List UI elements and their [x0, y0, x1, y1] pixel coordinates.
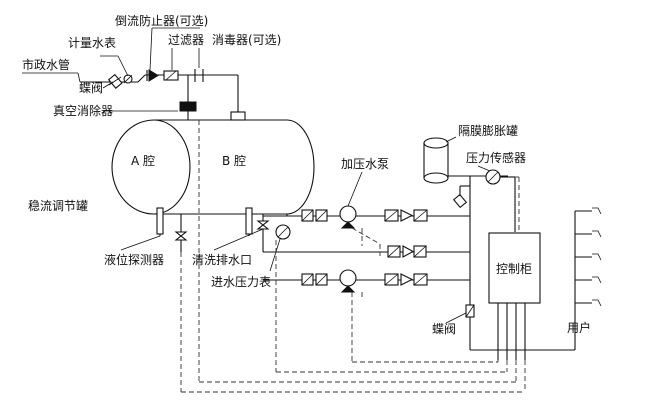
- vacuum-eliminator-icon: [179, 101, 197, 120]
- label-control-cabinet: 控制柜: [496, 262, 532, 276]
- label-stabilizing-tank: 稳流调节罐: [28, 198, 88, 213]
- drain-valve-icon: [174, 214, 270, 252]
- top-leader-lines: [22, 27, 200, 112]
- pump-row-3: [301, 269, 428, 293]
- booster-pump-leader: [347, 171, 363, 207]
- filter-icon: [163, 70, 179, 81]
- label-user: 用户: [567, 320, 591, 335]
- drain-leader: [213, 228, 264, 251]
- label-butterfly-valve-top: 蝶阀: [79, 80, 103, 95]
- label-vacuum-eliminator: 真空消除器: [53, 103, 113, 118]
- label-chamber-b: B 腔: [222, 153, 246, 168]
- label-diaphragm-tank: 隔膜膨胀罐: [458, 124, 518, 138]
- label-pressure-sensor: 压力传感器: [466, 150, 526, 165]
- label-level-detector: 液位探测器: [104, 252, 164, 267]
- stabilizing-tank: [111, 111, 315, 236]
- label-municipal-pipe: 市政水管: [22, 57, 70, 72]
- label-filter: 过滤器: [168, 33, 204, 47]
- level-detector-leader: [120, 235, 161, 251]
- user-outlets: [470, 207, 602, 351]
- label-butterfly-valve-bottom: 蝶阀: [432, 321, 456, 336]
- backflow-preventer-icon: [146, 69, 159, 82]
- label-inlet-pressure-gauge: 进水压力表: [211, 275, 271, 289]
- control-cabinet: [488, 232, 541, 360]
- inlet-pressure-gauge-icon: [269, 224, 291, 272]
- pressure-sensor-icon: [477, 165, 516, 232]
- control-wiring: [180, 120, 526, 393]
- diaphragm-tank-icon: [423, 136, 457, 184]
- label-booster-pump: 加压水泵: [341, 157, 389, 171]
- label-backflow-preventer: 倒流防止器(可选): [115, 13, 208, 28]
- pump-row-2: [387, 245, 427, 258]
- butterfly-valve-icon: [107, 73, 123, 89]
- sterilizer-icon: [194, 69, 204, 82]
- pump-pipelines: [263, 214, 470, 281]
- label-clean-drain: 清洗排水口: [192, 253, 252, 267]
- water-meter-icon: [123, 74, 133, 84]
- label-sterilizer: 消毒器(可选): [212, 33, 281, 47]
- butterfly-valve-bottom-icon: [445, 304, 475, 324]
- pump-row-1: [301, 205, 428, 229]
- label-chamber-a: A 腔: [131, 153, 155, 168]
- label-water-meter: 计量水表: [68, 36, 116, 50]
